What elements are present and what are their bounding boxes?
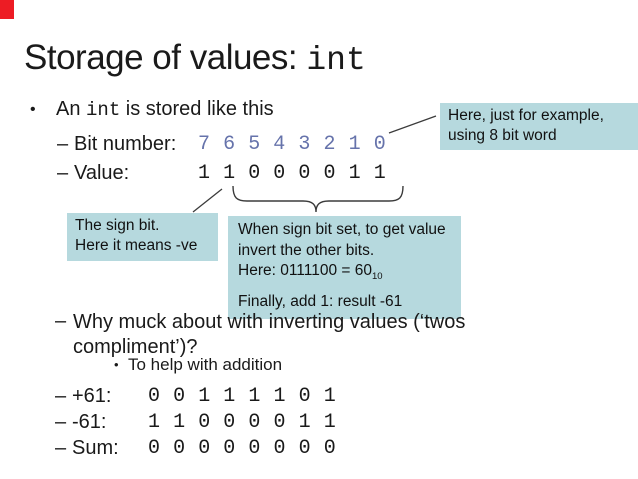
callout-sign-line2: Here it means -ve — [75, 237, 198, 254]
bullet-text-code: int — [86, 99, 121, 121]
row-minus61-bits: 1 1 0 0 0 0 1 1 — [148, 411, 337, 434]
bullet-an-int: • An int is stored like this — [30, 98, 274, 121]
callout-sign-bit: The sign bit. Here it means -ve — [67, 213, 218, 261]
callout-invert: When sign bit set, to get value invert t… — [228, 216, 461, 319]
subscript-10: 10 — [372, 271, 383, 282]
underbrace — [232, 185, 404, 213]
row-plus61-label: +61: — [72, 385, 112, 407]
callout-invert-line3: Here: 0111100 = 6010 — [238, 261, 451, 288]
bit-number-label: –Bit number: — [57, 133, 176, 156]
why-question: Why muck about with inverting values (‘t… — [73, 310, 473, 360]
callout-example: Here, just for example, using 8 bit word — [440, 103, 638, 150]
callout-example-line1: Here, just for example, — [448, 107, 604, 124]
callout-invert-line2: invert the other bits. — [238, 241, 375, 259]
sub-bullet-text: To help with addition — [128, 355, 283, 374]
bit-number-label-text: Bit number: — [74, 133, 177, 155]
line-to-example-callout — [388, 115, 437, 134]
dash-marker: – — [57, 133, 69, 155]
bullet-text-pre: An — [56, 98, 87, 120]
callout-invert-line1: When sign bit set, to get value — [238, 221, 446, 238]
dash-marker: – — [55, 385, 67, 407]
slide-corner-marker — [0, 0, 14, 19]
value-label-text: Value: — [74, 162, 130, 184]
dash-marker: – — [55, 310, 67, 332]
bullet-marker: • — [114, 357, 119, 372]
dash-marker: – — [55, 411, 67, 433]
callout-invert-line4: Finally, add 1: result -61 — [238, 292, 403, 310]
title-text: Storage of values: — [24, 38, 307, 77]
line-to-sign-callout — [192, 188, 223, 213]
bit-number-values: 7 6 5 4 3 2 1 0 — [198, 133, 387, 156]
page-title: Storage of values: int — [24, 38, 366, 79]
dash-marker: – — [55, 437, 67, 459]
callout-invert-line3-text: Here: 0111100 = 60 — [238, 262, 373, 279]
callout-example-line2: using 8 bit word — [448, 127, 557, 144]
row-sum-bits: 0 0 0 0 0 0 0 0 — [148, 437, 337, 460]
row-sum-label: Sum: — [72, 437, 119, 459]
callout-sign-line1: The sign bit. — [75, 217, 160, 234]
why-question-line2: compliment’)? — [73, 336, 198, 358]
title-code: int — [306, 42, 366, 79]
bullet-text-post: is stored like this — [120, 98, 274, 120]
sub-bullet-addition: • To help with addition — [114, 355, 282, 375]
why-question-line1: Why muck about with inverting values (‘t… — [73, 311, 466, 333]
row-plus61-bits: 0 0 1 1 1 1 0 1 — [148, 385, 337, 408]
row-minus61-label: -61: — [72, 411, 107, 433]
value-label: –Value: — [57, 162, 129, 185]
bullet-marker: • — [30, 101, 36, 118]
value-bits: 1 1 0 0 0 0 1 1 — [198, 162, 387, 185]
dash-marker: – — [57, 162, 69, 184]
